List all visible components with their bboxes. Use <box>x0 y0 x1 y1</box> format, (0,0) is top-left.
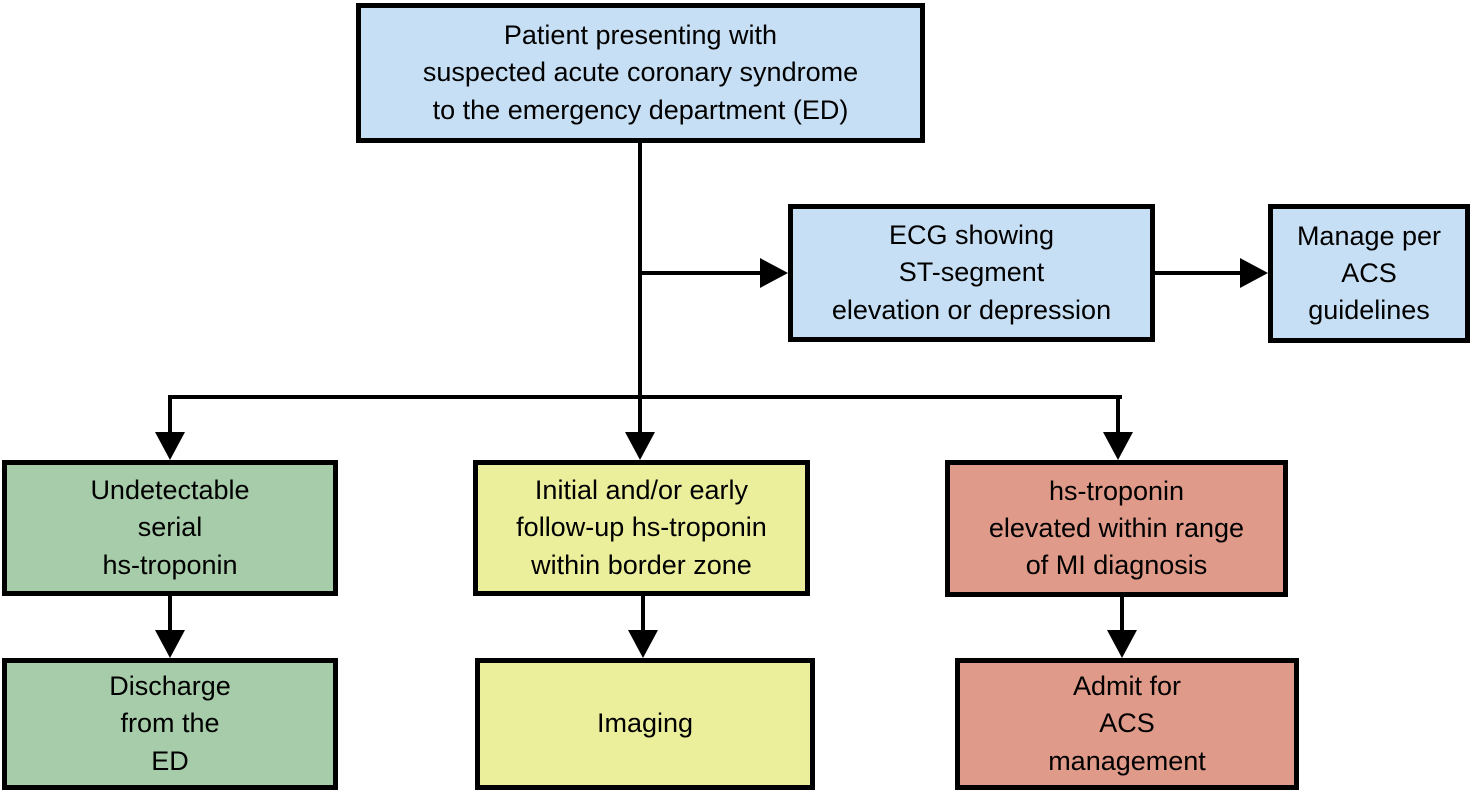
connector-branch-to-ecg <box>638 271 764 275</box>
connector-stem-vertical <box>638 142 642 437</box>
node-undetectable-serial-hs-troponin: Undetectable serial hs-troponin <box>2 460 338 596</box>
connector-elevated-to-admit <box>1120 596 1124 634</box>
arrowhead-into-borderzone <box>625 432 655 460</box>
node-imaging: Imaging <box>475 658 815 790</box>
arrowhead-into-discharge <box>155 630 185 658</box>
arrowhead-into-ecg <box>760 258 788 288</box>
connector-drop-right <box>1116 395 1120 435</box>
node-patient-presenting: Patient presenting with suspected acute … <box>356 3 925 143</box>
node-admit-for-acs-management: Admit for ACS management <box>955 658 1299 790</box>
node-manage-per-acs-guidelines: Manage per ACS guidelines <box>1268 204 1470 343</box>
node-ecg-st-segment: ECG showing ST-segment elevation or depr… <box>788 204 1155 342</box>
arrowhead-into-admit <box>1107 630 1137 658</box>
connector-distribution-horizontal <box>168 395 1122 399</box>
arrowhead-into-undetectable <box>155 432 185 460</box>
node-hs-troponin-elevated-mi: hs-troponin elevated within range of MI … <box>945 460 1288 597</box>
arrowhead-into-manage <box>1240 258 1268 288</box>
node-discharge-from-ed: Discharge from the ED <box>2 658 338 790</box>
connector-drop-left <box>168 395 172 435</box>
connector-undetectable-to-discharge <box>168 596 172 634</box>
node-hs-troponin-border-zone: Initial and/or early follow-up hs-tropon… <box>473 460 810 596</box>
connector-borderzone-to-imaging <box>641 596 645 634</box>
arrowhead-into-imaging <box>628 630 658 658</box>
connector-ecg-to-manage <box>1153 271 1243 275</box>
arrowhead-into-elevated <box>1103 432 1133 460</box>
